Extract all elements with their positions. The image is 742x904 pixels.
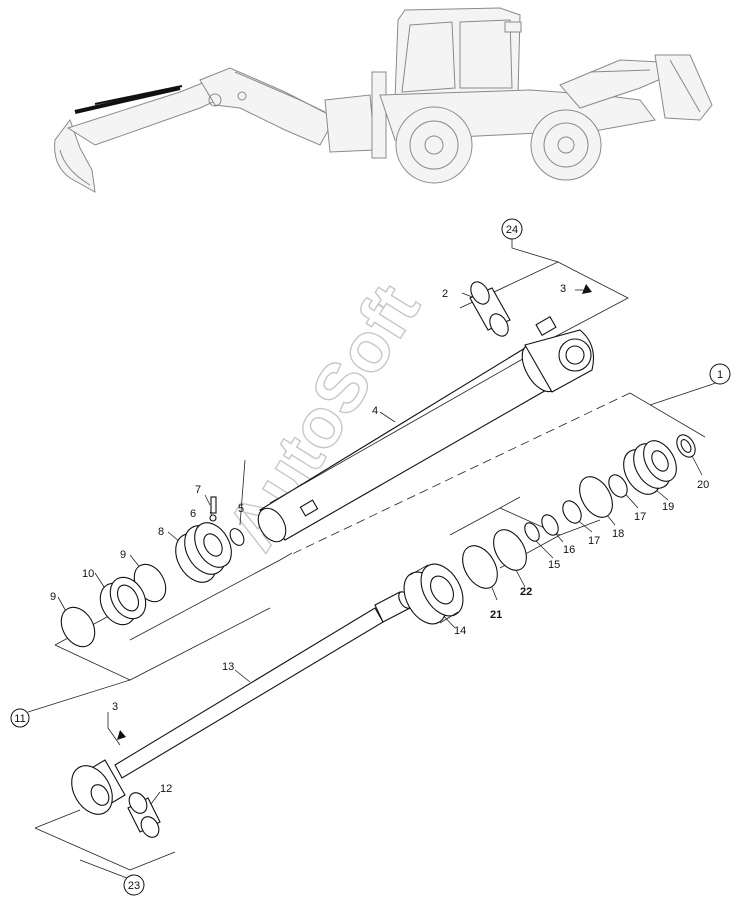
label-4: 4 [372,405,378,417]
backhoe-loader-illustration [54,7,713,193]
label-20: 20 [697,479,709,491]
seal-part-18 [579,476,613,518]
label-8: 8 [158,526,164,538]
arrow-3-top-icon [582,284,592,294]
label-6: 6 [190,508,196,520]
label-9-b: 9 [50,591,56,603]
arrow-3-bottom-icon [117,730,126,740]
label-14: 14 [454,625,466,637]
seal-part-17-b [608,474,628,498]
label-16: 16 [563,544,575,556]
label-15: 15 [548,559,560,571]
seal-part-17-a [562,500,582,524]
label-2: 2 [442,288,448,300]
bushing-part-2 [469,281,511,337]
o-ring-part-5 [229,528,245,546]
gland-part-14 [403,563,464,625]
label-3-top: 3 [560,283,566,295]
callout-24-label: 24 [506,224,518,236]
label-18: 18 [612,528,624,540]
seal-part-22 [493,529,527,571]
callout-11-label: 11 [14,713,25,725]
pin-part-7 [209,496,217,522]
label-13: 13 [222,661,234,673]
label-12: 12 [160,783,172,795]
label-7: 7 [195,484,201,496]
piston-part-8 [175,522,232,583]
watermark-text: AutoSoft [212,271,435,563]
label-5: 5 [238,503,244,515]
label-9-a: 9 [120,549,126,561]
label-17-a: 17 [588,535,600,547]
cylinder-barrel-part-4 [257,316,595,543]
seal-part-21 [462,545,498,589]
label-17-b: 17 [634,511,646,523]
seal-part-16 [541,514,559,536]
label-21: 21 [490,609,502,621]
label-10: 10 [82,568,94,580]
callout-1-label: 1 [717,369,723,381]
callout-24-circle [501,218,523,240]
seal-part-15 [524,522,540,542]
bushing-part-12 [127,792,161,838]
callout-11-circle [10,708,30,728]
label-19: 19 [662,501,674,513]
label-3-bottom: 3 [112,701,118,713]
wear-ring-part-10 [99,576,147,626]
callout-23-label: 23 [128,880,140,892]
callout-1-circle [709,363,731,385]
seal-ring-part-9-b [60,606,96,648]
wiper-part-20 [676,434,696,458]
piston-rod-part-13 [71,591,412,815]
head-part-19 [623,440,677,495]
callout-23-circle [123,874,145,896]
label-22: 22 [520,586,532,598]
